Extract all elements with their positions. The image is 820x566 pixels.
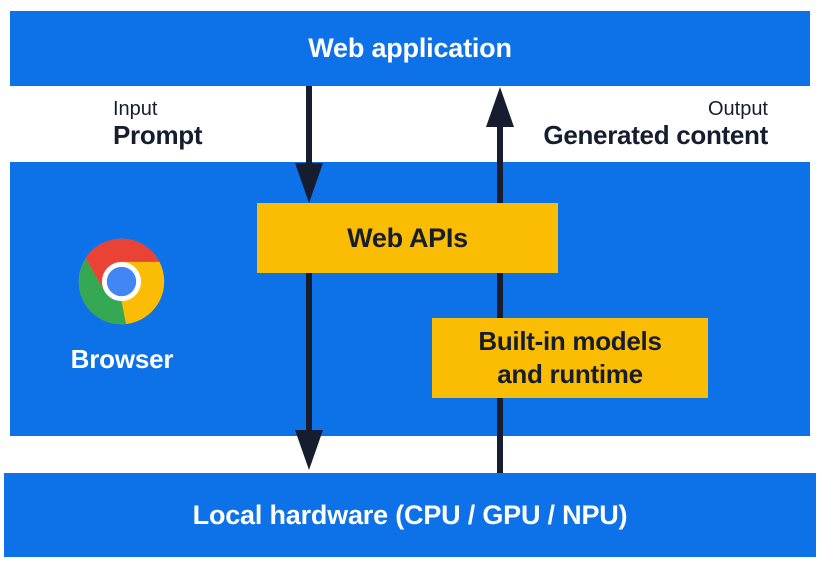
chrome-blue-center: [106, 266, 137, 297]
prompt-label: Prompt: [113, 120, 203, 150]
builtin-models-box: Built-in models and runtime: [432, 318, 708, 398]
builtin-models-label-line1: Built-in models: [478, 326, 662, 356]
chrome-green-segment: [78, 258, 126, 325]
web-apis-box: Web APIs: [257, 203, 558, 273]
builtin-models-label-line2: and runtime: [497, 359, 643, 389]
input-flow-arrow-line-upper: [306, 86, 312, 166]
input-label: Input: [113, 98, 158, 120]
generated-content-label: Generated content: [543, 120, 768, 150]
web-application-bar: Web application: [10, 11, 810, 86]
local-hardware-bar: Local hardware (CPU / GPU / NPU): [4, 473, 816, 557]
output-label: Output: [707, 98, 768, 120]
local-hardware-label: Local hardware (CPU / GPU / NPU): [192, 499, 628, 530]
input-flow-arrowhead-lower-icon: [295, 430, 323, 470]
input-flow-arrowhead-upper-icon: [295, 163, 323, 203]
output-flow-arrowhead-icon: [486, 87, 514, 127]
web-apis-label: Web APIs: [347, 222, 468, 253]
output-annotation: Output Generated content: [543, 98, 768, 150]
output-flow-arrow-line: [497, 124, 503, 473]
web-application-label: Web application: [308, 33, 512, 63]
browser-label: Browser: [70, 344, 174, 374]
chrome-icon: [78, 238, 165, 325]
input-flow-arrow-line-lower: [306, 273, 312, 433]
input-annotation: Input Prompt: [113, 98, 203, 150]
